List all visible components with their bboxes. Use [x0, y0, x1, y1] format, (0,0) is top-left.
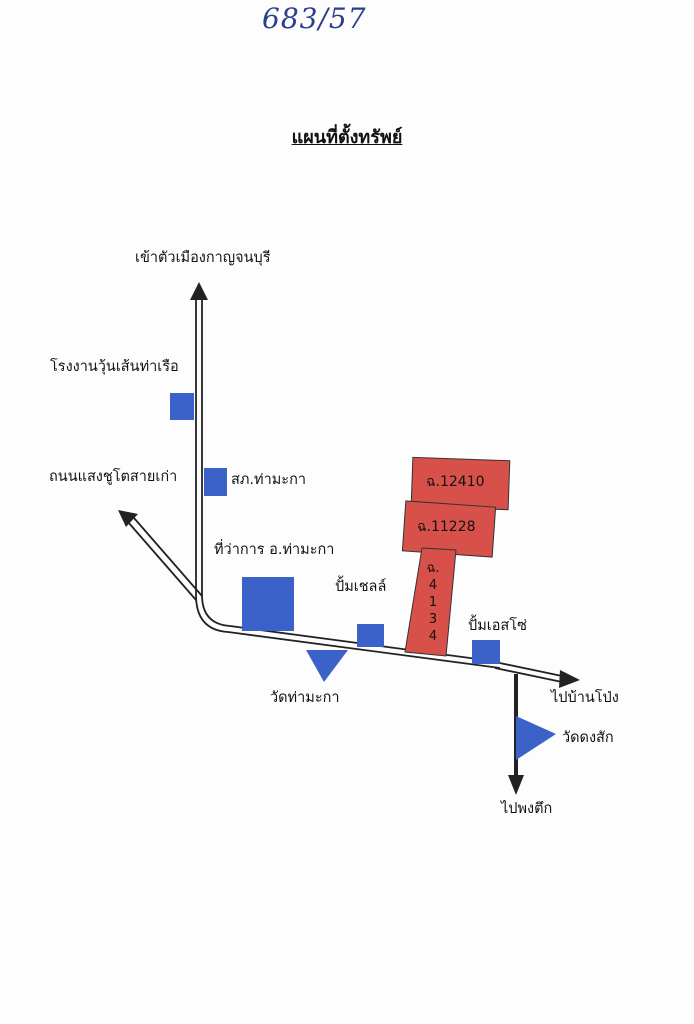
plot-4134-line: 4 — [428, 578, 438, 593]
page-title: แผนที่ตั้งทรัพย์ — [291, 127, 403, 148]
east-road — [494, 661, 563, 683]
east-arrow-icon — [559, 670, 580, 688]
north-arrow-icon — [190, 282, 208, 300]
plot-4134 — [404, 547, 457, 657]
factory-label: โรงงานวุ้นเส้นท่าเรือ — [50, 359, 179, 375]
plot-12410-label: ฉ.12410 — [426, 474, 485, 490]
plot-4134-line: 4 — [428, 629, 438, 644]
factory-marker — [170, 393, 194, 420]
road-label-south: ไปพงตึก — [501, 801, 553, 817]
northwest-arrow-icon — [118, 510, 138, 527]
esso-label: ปั้มเอสโซ่ — [468, 618, 527, 634]
road-label-north: เข้าตัวเมืองกาญจนบุรี — [135, 250, 271, 266]
district-office-marker — [242, 577, 294, 631]
temple-dongsak-label: วัดดงสัก — [562, 730, 614, 746]
district-office-label: ที่ว่าการ อ.ท่ามะกา — [214, 542, 335, 558]
plot-4134-line: ฉ. — [426, 561, 440, 576]
road-label-east: ไปบ้านโป่ง — [551, 690, 619, 706]
plot-4134-label: ฉ. 4 1 3 4 — [418, 560, 448, 645]
south-arrow-icon — [508, 775, 524, 795]
police-marker — [204, 468, 227, 496]
shell-label: ปั้มเชลล์ — [335, 579, 387, 595]
esso-station-marker — [472, 640, 500, 664]
temple-thamaka-marker — [306, 650, 348, 682]
plot-4134-line: 3 — [428, 612, 438, 627]
shell-station-marker — [357, 624, 384, 647]
plot-4134-line: 1 — [428, 595, 438, 610]
plot-11228-label: ฉ.11228 — [417, 519, 476, 535]
temple-dongsak-marker — [516, 716, 556, 760]
handwritten-reference: 683/57 — [262, 2, 367, 35]
temple-thamaka-label: วัดท่ามะกา — [270, 690, 340, 706]
road-label-northwest: ถนนแสงชูโตสายเก่า — [49, 469, 178, 485]
northwest-road — [127, 517, 203, 601]
police-label: สภ.ท่ามะกา — [231, 472, 306, 488]
